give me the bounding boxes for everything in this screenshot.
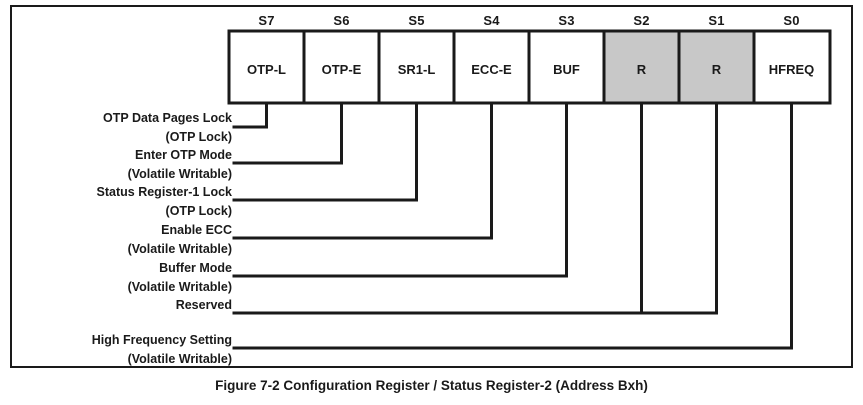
bit-index-s6: S6 [333,13,350,28]
bit-index-s2: S2 [633,13,650,28]
cell-mnemonic-s0: HFREQ [768,62,815,77]
register-cell-s1-reserved [677,29,756,105]
callout-access-s0: (Volatile Writable) [127,352,232,366]
callout-access-s6: (Volatile Writable) [127,167,232,181]
bit-index-s7: S7 [258,13,275,28]
callout-access-s5: (OTP Lock) [165,204,232,218]
bit-index-s5: S5 [408,13,425,28]
bit-index-s3: S3 [558,13,575,28]
bit-index-s4: S4 [483,13,500,28]
leader-line-group [232,101,793,350]
bit-index-s1: S1 [708,13,725,28]
register-cell-row [227,29,832,105]
cell-mnemonic-s4: ECC-E [471,62,512,77]
callout-access-s3: (Volatile Writable) [127,280,232,294]
register-cell-s3 [527,29,606,105]
callout-label-column: OTP Data Pages Lock (OTP Lock) Enter OTP… [0,0,232,405]
callout-description-s7: OTP Data Pages Lock [103,111,232,125]
leader-line-s6 [232,101,343,165]
leader-line-s7 [232,101,268,129]
callout-description-s0: High Frequency Setting [91,333,232,347]
leader-line-s4 [232,101,493,240]
figure-caption: Figure 7-2 Configuration Register / Stat… [215,378,648,393]
callout-description-s4: Enable ECC [161,223,232,237]
cell-mnemonic-s3: BUF [553,62,580,77]
callout-description-reserved: Reserved [175,298,232,312]
cell-mnemonic-s1: R [711,62,722,77]
cell-mnemonic-s2: R [636,62,647,77]
callout-description-s6: Enter OTP Mode [134,148,232,162]
callout-access-s4: (Volatile Writable) [127,242,232,256]
bit-index-s0: S0 [783,13,800,28]
cell-mnemonic-s5: SR1-L [397,62,436,77]
callout-access-s7: (OTP Lock) [165,130,232,144]
leader-line-s5 [232,101,418,202]
callout-description-s5: Status Register-1 Lock [96,185,232,199]
callout-description-s3: Buffer Mode [159,261,232,275]
cell-mnemonic-s7: OTP-L [247,62,286,77]
cell-mnemonic-s6: OTP-E [321,62,362,77]
leader-line-s3 [232,101,568,278]
leader-line-s0 [232,101,793,350]
